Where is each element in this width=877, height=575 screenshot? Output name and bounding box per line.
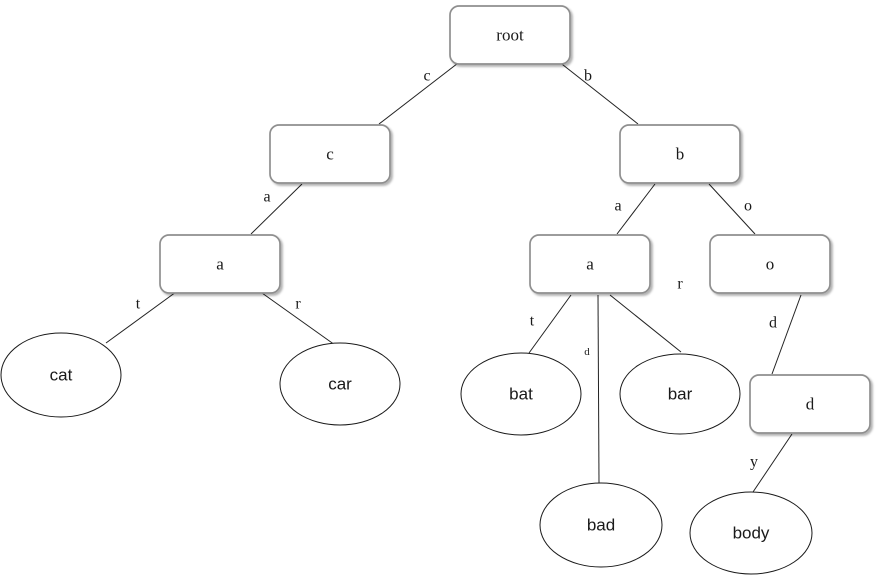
node-cat[interactable] [0, 332, 122, 418]
node-label-bad: bad [587, 516, 615, 535]
node-o[interactable] [709, 234, 831, 294]
node-label-c: c [326, 145, 334, 164]
node-label-o: o [766, 255, 775, 274]
edge-a2-bat [528, 294, 572, 354]
edge-label-d-body: y [750, 454, 758, 471]
node-label-bar: bar [668, 385, 693, 404]
node-label-root: root [496, 26, 524, 45]
node-label-body: body [733, 524, 770, 543]
edge-label-a2-bad: d [584, 346, 590, 358]
node-bar[interactable] [619, 353, 741, 435]
node-car[interactable] [279, 342, 401, 426]
node-c[interactable] [269, 124, 391, 184]
node-bad[interactable] [539, 482, 663, 568]
edge-o-d [771, 294, 802, 375]
edge-b-a2 [616, 183, 656, 235]
edge-label-c-a1: a [263, 189, 270, 206]
edge-root-b [557, 60, 639, 125]
edges-layer [105, 59, 802, 493]
node-label-d: d [806, 395, 815, 414]
node-label-b: b [676, 145, 685, 164]
node-body[interactable] [689, 491, 813, 575]
edge-root-c [378, 59, 463, 125]
edge-b-o [708, 183, 756, 235]
node-label-car: car [328, 375, 352, 394]
node-root[interactable] [449, 5, 571, 65]
edge-label-a2-bar: r [677, 276, 683, 293]
edge-d-body [752, 433, 793, 493]
edge-a1-car [261, 292, 336, 346]
edge-labels-layer: c b a a o t r t d r d y [136, 68, 777, 471]
node-label-cat: cat [50, 366, 73, 385]
node-a2[interactable] [529, 234, 651, 294]
edge-label-root-b: b [584, 68, 592, 85]
edge-a2-bar [609, 294, 682, 353]
edge-label-a1-car: r [295, 296, 301, 313]
node-bat[interactable] [460, 352, 582, 436]
edge-a1-cat [105, 291, 177, 344]
node-a1[interactable] [159, 234, 281, 294]
edge-a2-bad [597, 294, 600, 484]
edge-label-b-a2: a [614, 198, 621, 215]
node-label-a1: a [216, 255, 224, 274]
edge-label-b-o: o [744, 198, 752, 215]
node-label-bat: bat [509, 385, 533, 404]
edge-label-a2-bat: t [530, 313, 535, 330]
node-d[interactable] [749, 374, 871, 434]
edge-label-o-d: d [769, 315, 777, 332]
node-label-a2: a [586, 255, 594, 274]
node-b[interactable] [619, 124, 741, 184]
edge-label-root-c: c [423, 68, 430, 85]
edge-c-a1 [250, 183, 303, 235]
edge-label-a1-cat: t [136, 296, 141, 313]
